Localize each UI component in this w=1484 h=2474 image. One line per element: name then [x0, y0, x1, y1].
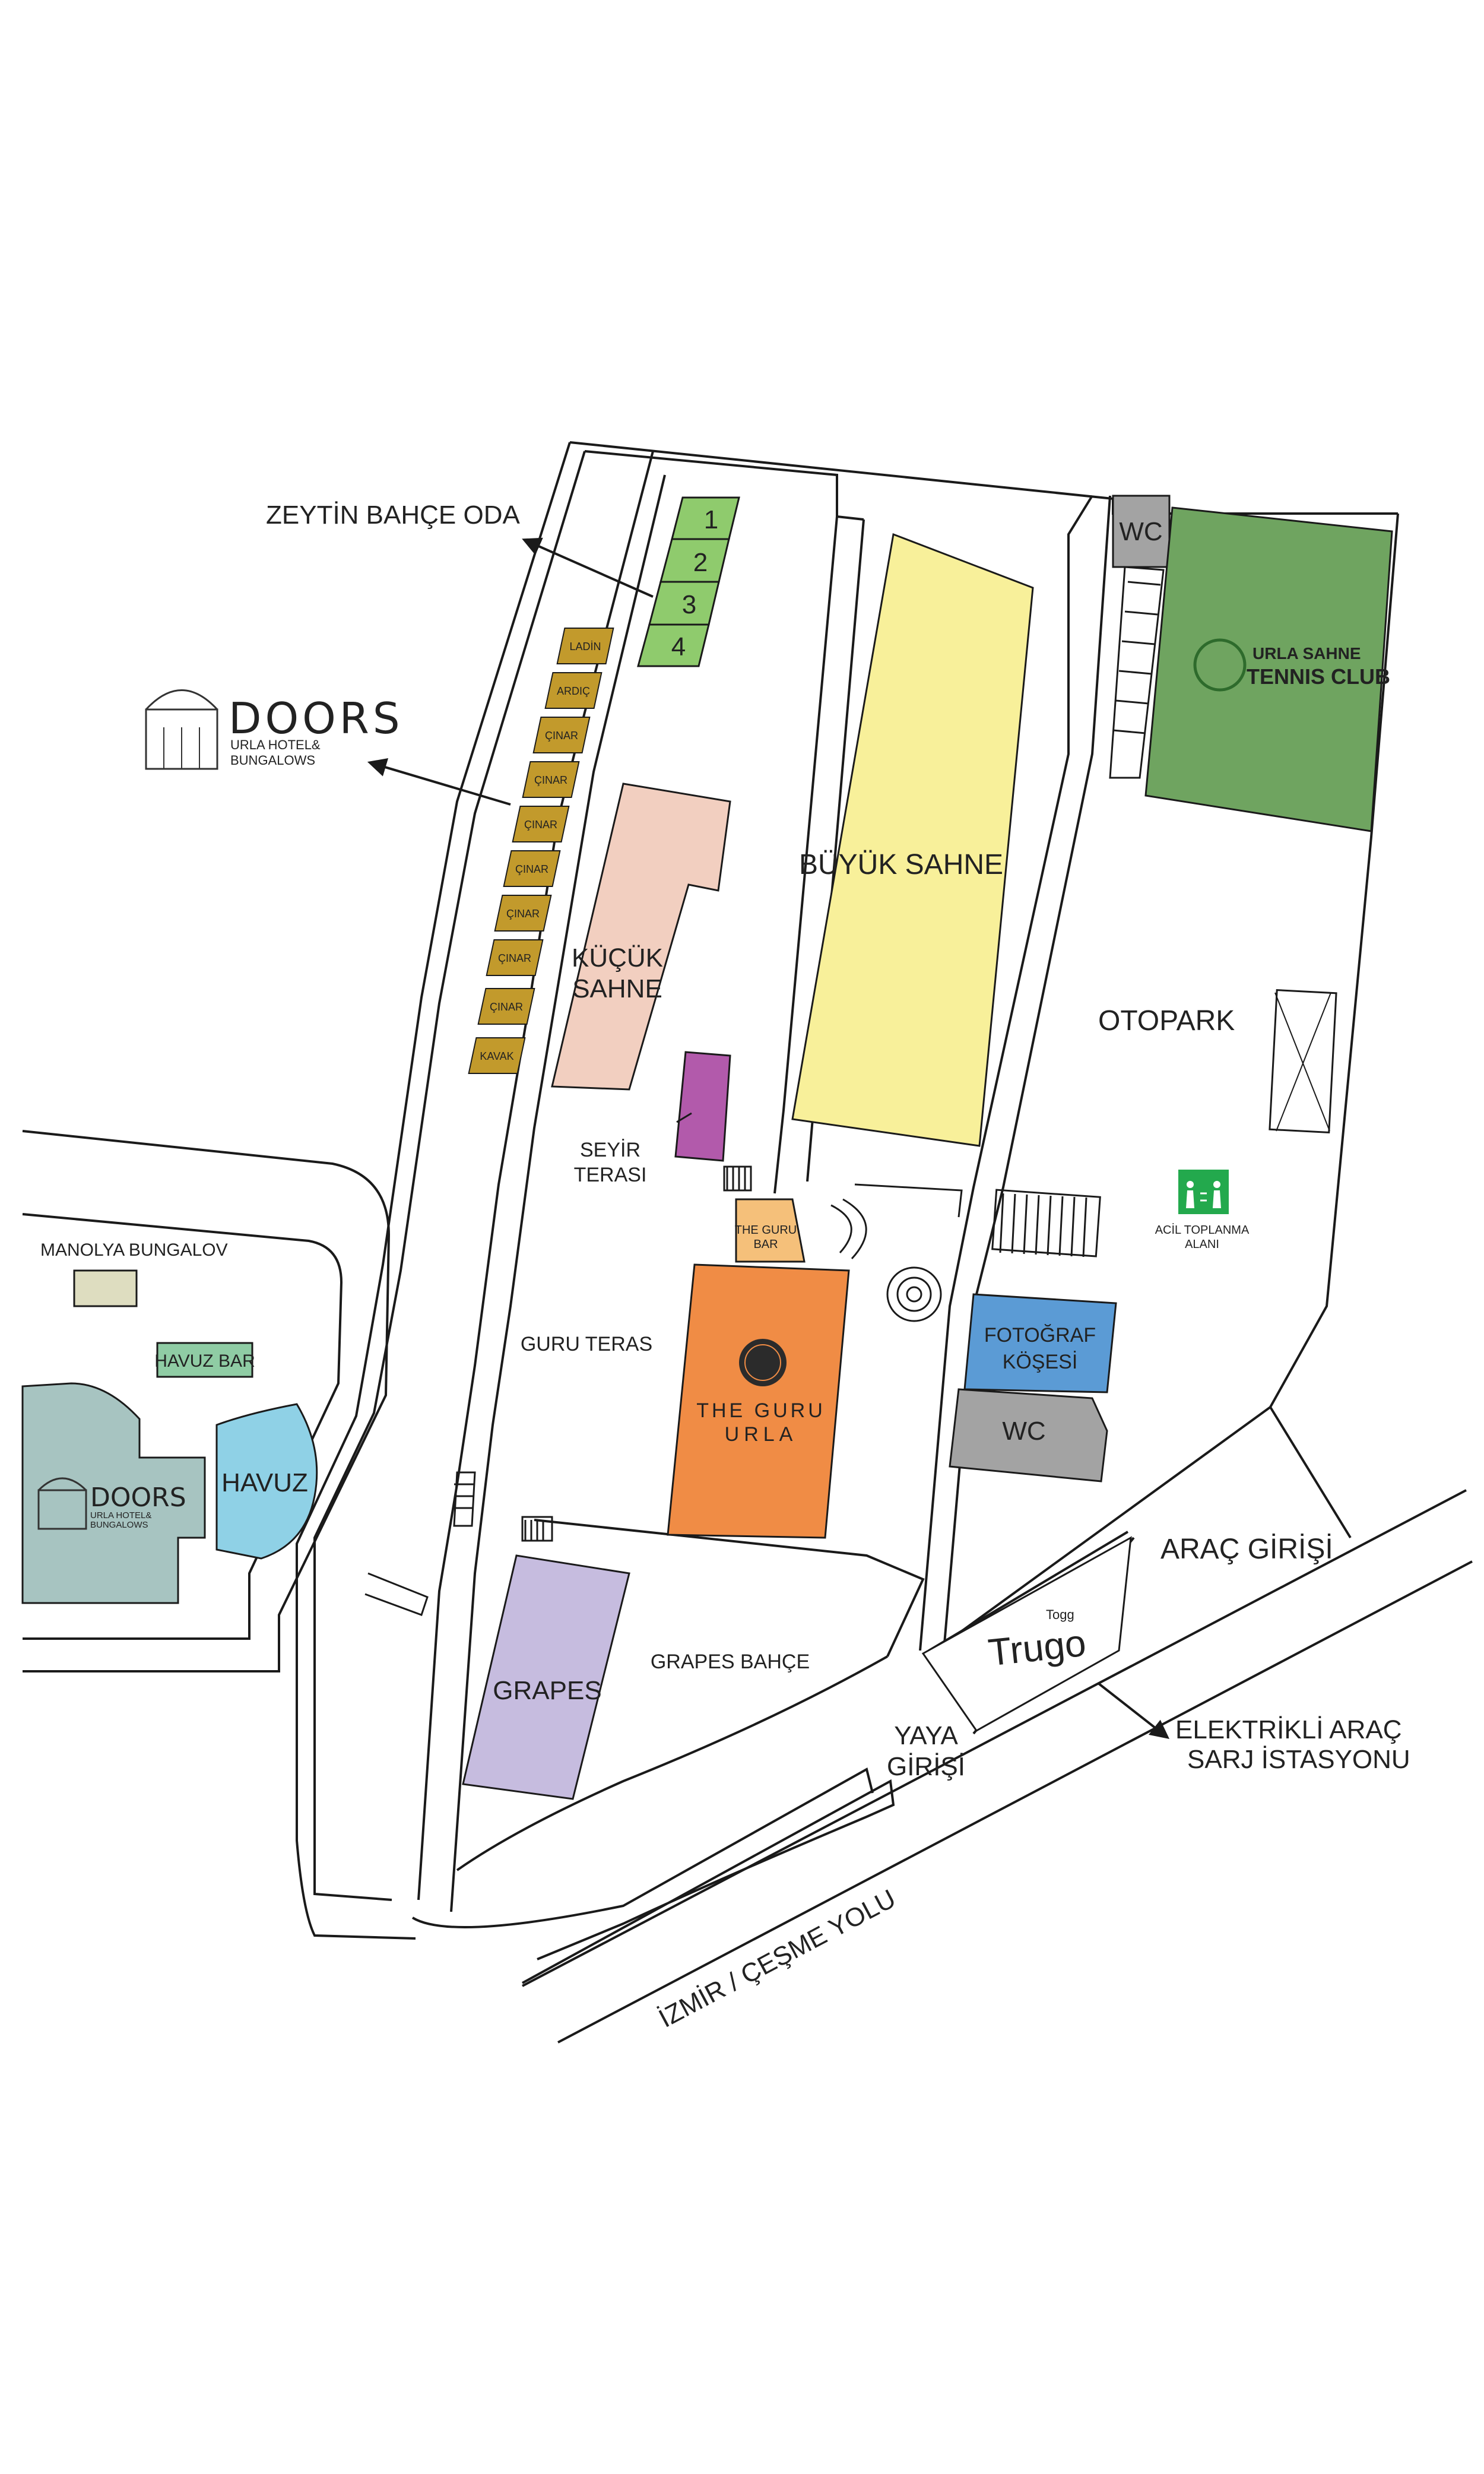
acil-toplanma-label-2: ALANI — [1185, 1238, 1219, 1251]
buyuk-sahne-stage[interactable] — [791, 533, 1034, 1147]
cabin-label: ÇINAR — [524, 819, 557, 831]
doors-hotel-grounds — [21, 1130, 391, 1672]
cabin-label: ARDIÇ — [557, 685, 590, 697]
guru-bar[interactable] — [735, 1198, 806, 1263]
kucuk-sahne-stage[interactable] — [551, 783, 731, 1091]
otopark-label: OTOPARK — [1098, 1005, 1235, 1037]
elektrikli-label-2: SARJ İSTASYONU — [1187, 1745, 1410, 1774]
seyir-terasi-label-1: SEYİR — [580, 1139, 640, 1161]
fotograf-kosesi[interactable] — [963, 1293, 1117, 1393]
seyir-terasi-label-2: TERASI — [574, 1164, 647, 1186]
doors-tagline-small-1: URLA HOTEL& — [90, 1510, 151, 1520]
zeytin-bahce-rooms: 1 2 3 4 — [637, 496, 740, 667]
guru-bar-label-1: THE GURU — [735, 1224, 797, 1237]
wc-top-label: WC — [1119, 517, 1162, 546]
havuz-label: HAVUZ — [221, 1468, 308, 1497]
emergency-assembly-icon — [1178, 1170, 1229, 1214]
doors-tagline-1: URLA HOTEL& — [230, 737, 321, 752]
yaya-girisi-label-1: YAYA — [894, 1721, 958, 1750]
doors-logo-small: DOORS URLA HOTEL& BUNGALOWS — [37, 1477, 186, 1530]
acil-toplanma-label-1: ACİL TOPLANMA — [1155, 1223, 1250, 1237]
seyir-terasi[interactable] — [674, 1051, 731, 1162]
havuz-bar-building — [156, 1342, 253, 1378]
arrow-icon — [367, 537, 1170, 1739]
cabin-label: ÇINAR — [490, 1001, 523, 1013]
kucuk-sahne-label-2: SAHNE — [572, 974, 662, 1003]
doors-window-icon — [145, 689, 218, 770]
cabin-kavak[interactable] — [468, 1037, 526, 1074]
cabin-cinar-6[interactable] — [486, 939, 544, 976]
cabin-label: LADİN — [569, 641, 601, 652]
tennis-club-court[interactable] — [1144, 506, 1393, 832]
cabin-label: ÇINAR — [498, 952, 531, 964]
cabin-ardic[interactable] — [544, 672, 603, 709]
cabin-cinar-7[interactable] — [477, 988, 535, 1025]
manolya-bungalov-building — [73, 1269, 138, 1307]
tennis-club-logo: URLA SAHNE TENNIS CLUB — [1193, 638, 1390, 692]
doors-tagline-small-2: BUNGALOWS — [90, 1520, 148, 1530]
fountain-icon — [830, 1183, 963, 1322]
room-1-label: 1 — [704, 505, 718, 534]
cabin-label: ÇINAR — [545, 730, 578, 742]
room-2-label: 2 — [693, 548, 708, 577]
havuz-bar-label: HAVUZ BAR — [154, 1351, 255, 1371]
tennis-line-2: TENNIS CLUB — [1247, 664, 1390, 689]
cabin-cinar-2[interactable] — [522, 761, 580, 798]
guru-seal-icon — [739, 1339, 787, 1386]
manolya-label: MANOLYA BUNGALOV — [40, 1240, 228, 1260]
cabin-cinar-4[interactable] — [503, 850, 561, 887]
guru-urla-label-1: THE GURU — [696, 1399, 826, 1422]
fotograf-label-1: FOTOĞRAF — [984, 1324, 1096, 1347]
cabin-ladin[interactable] — [556, 628, 614, 664]
cabin-label: ÇINAR — [515, 863, 548, 875]
kucuk-sahne-label-1: KÜÇÜK — [572, 943, 663, 973]
yaya-girisi-label-2: GİRİŞİ — [887, 1752, 965, 1781]
room-4-label: 4 — [671, 632, 686, 661]
fotograf-label-2: KÖŞESİ — [1003, 1351, 1078, 1373]
cabin-label: ÇINAR — [534, 774, 567, 786]
wc-top-building[interactable] — [1112, 495, 1171, 568]
arac-girisi-label: ARAÇ GİRİŞİ — [1160, 1534, 1333, 1565]
doors-hotel-building — [21, 1382, 206, 1604]
stairs-icon — [364, 566, 1165, 1616]
guru-bar-label-2: BAR — [753, 1238, 778, 1251]
cabin-label: ÇINAR — [506, 908, 540, 920]
doors-tagline-2: BUNGALOWS — [230, 753, 315, 768]
cabin-cinar-1[interactable] — [532, 717, 591, 753]
room-4[interactable] — [637, 623, 710, 667]
the-guru-urla[interactable] — [667, 1263, 850, 1539]
izmir-cesme-yolu-label: İZMİR / ÇEŞME YOLU — [654, 1884, 900, 2033]
guru-teras-label: GURU TERAS — [521, 1333, 652, 1355]
trugo-charging-station: Togg Trugo — [921, 1536, 1132, 1732]
zeytin-bahce-oda-label: ZEYTİN BAHÇE ODA — [266, 500, 520, 530]
tennis-racket-icon — [1193, 638, 1247, 692]
cabin-cinar-5[interactable] — [494, 895, 552, 932]
doors-brand: DOORS — [229, 693, 404, 743]
tennis-line-1: URLA SAHNE — [1252, 644, 1361, 663]
trugo-label: Trugo — [986, 1621, 1087, 1674]
parking-marker — [1269, 989, 1337, 1134]
grapes-bahce-label: GRAPES BAHÇE — [651, 1651, 810, 1673]
room-3-label: 3 — [682, 590, 696, 619]
wc-bottom-building[interactable] — [949, 1388, 1108, 1483]
elektrikli-label-1: ELEKTRİKLİ ARAÇ — [1175, 1715, 1401, 1744]
togg-label: Togg — [1046, 1607, 1074, 1622]
grapes-label: GRAPES — [493, 1676, 601, 1705]
buyuk-sahne-label: BÜYÜK SAHNE — [799, 849, 1003, 880]
cabin-cinar-3[interactable] — [512, 806, 570, 842]
bungalow-cabins: LADİN ARDIÇ ÇINAR ÇINAR ÇINAR ÇINAR ÇINA… — [468, 628, 614, 1074]
doors-logo-large: DOORS URLA HOTEL& BUNGALOWS — [145, 689, 404, 770]
wc-bottom-label: WC — [1002, 1417, 1045, 1446]
havuz-pool — [215, 1403, 318, 1560]
cabin-label: KAVAK — [480, 1050, 513, 1062]
grapes-building[interactable] — [462, 1554, 630, 1800]
guru-urla-label-2: URLA — [725, 1423, 798, 1446]
doors-brand-small: DOORS — [90, 1483, 186, 1513]
